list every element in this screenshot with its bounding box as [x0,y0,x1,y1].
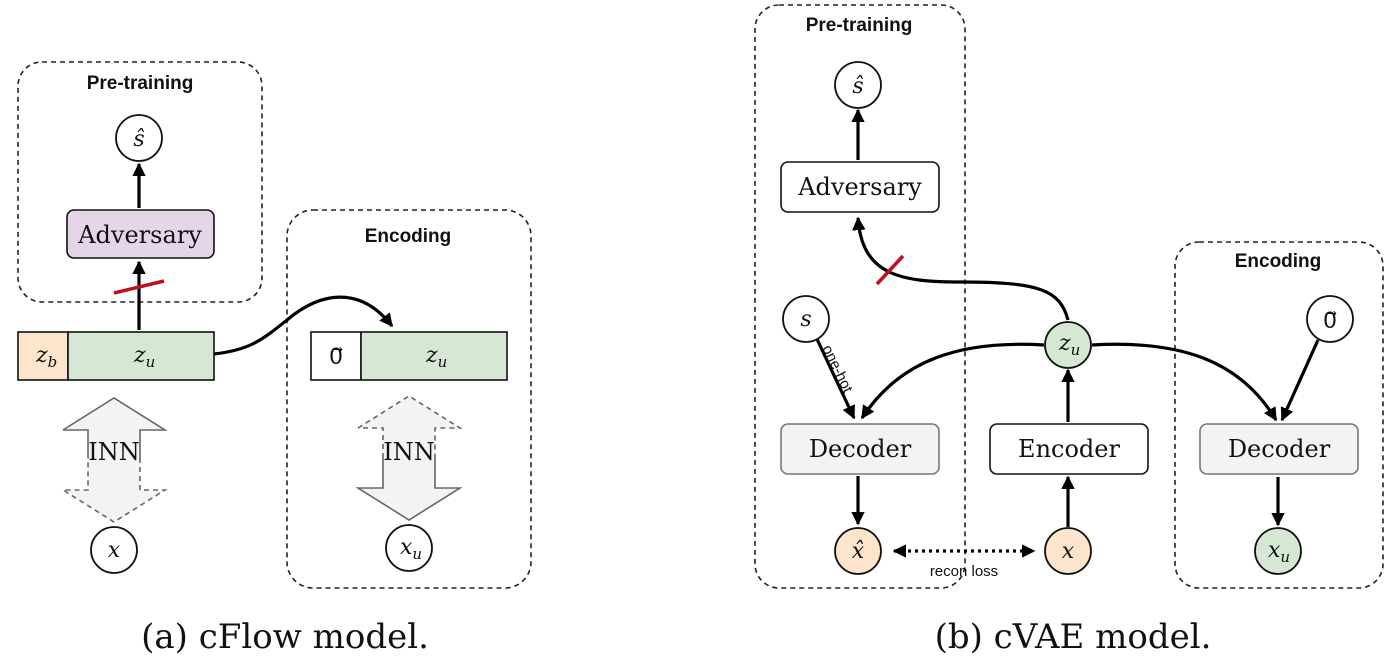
left-zb-label: zb [35,343,57,371]
right-adversary-box [780,161,940,213]
right-decoder2-label: Decoder [1228,435,1331,463]
left-zero-label: 0⃗ [329,345,343,370]
left-encoding-zu-cell [360,331,508,381]
left-adversary-label: Adversary [77,221,202,249]
left-inn-arrow-top-solid [62,397,168,458]
right-x-label: x [1062,539,1075,564]
right-xu-node [1254,527,1302,575]
cflow-diagram: Pre-training ŝ Adversary zb zu INN x Enc… [17,61,532,657]
left-x-node [90,526,138,574]
left-s-hat-node [115,114,163,162]
right-zero-node [1306,295,1354,343]
left-encoding-zu-label: zu [425,343,447,371]
right-zero-to-decoder2-arrow [1280,339,1320,422]
left-inn-arrow-bottom-dashed [60,458,168,523]
right-adversary-label: Adversary [797,173,922,201]
right-decoder-box [780,423,940,475]
left-inn-arrow-top-solid-b [63,429,89,458]
left-encoding-inn-label: INN [383,438,434,466]
left-encoding-inn-bottom-solid [355,458,463,521]
right-encoder-box [989,423,1149,475]
right-s-label: s [800,307,811,332]
right-pretraining-region [754,4,966,589]
right-decoder-label: Decoder [809,435,912,463]
left-encoding-inn-top-dashed [357,395,463,458]
left-x-label: x [108,538,121,563]
right-pretraining-title: Pre-training [806,15,913,36]
right-one-hot-label: one-hot [818,342,856,396]
right-zu-to-adversary-arrow [852,216,1070,321]
right-decoder2-box [1199,423,1359,475]
left-caption: (a) cFlow model. [141,617,429,657]
right-x-hat-node [834,527,882,575]
left-zu-cell [67,331,215,381]
right-zu-to-decoder2-arrow [1091,342,1278,422]
left-zero-cell [310,331,362,381]
right-s-to-decoder-arrow [814,336,856,420]
cvae-diagram: Pre-training Encoding ŝ Adversary s one-… [754,4,1384,657]
left-xu-label: xu [400,535,422,563]
left-encoding-region [286,209,532,589]
right-zu-label: zu [1058,331,1080,359]
left-gradient-cut-mark [113,279,165,295]
right-caption: (b) cVAE model. [935,617,1212,657]
right-gradient-cut-mark [875,254,905,286]
right-xu-label: xu [1268,538,1290,566]
right-s-hat-label: ŝ [852,74,863,99]
right-x-node [1044,527,1092,575]
right-encoding-region [1174,241,1384,589]
right-x-hat-label: x̂ [852,539,865,564]
left-s-hat-label: ŝ [133,127,144,152]
right-encoder-label: Encoder [1018,435,1120,463]
left-pretraining-title: Pre-training [87,73,194,94]
left-encoding-inn-fill [358,396,460,520]
right-zu-node [1044,321,1092,369]
left-encoding-title: Encoding [365,226,452,247]
left-zb-cell [17,331,69,381]
left-xu-node [385,524,433,572]
right-zu-to-decoder-arrow [860,342,1045,420]
left-inn-arrow-fill [63,398,165,522]
left-zu-label: zu [133,343,155,371]
right-s-node [782,295,830,343]
right-zero-label: 0⃗ [1323,309,1337,334]
right-s-hat-node [834,61,882,109]
right-encoding-title: Encoding [1235,251,1322,272]
left-adversary-box [66,209,215,259]
right-recon-loss-label: recon loss [930,563,998,580]
left-inn-label: INN [88,438,139,466]
left-zu-copy-arrow [213,295,394,356]
